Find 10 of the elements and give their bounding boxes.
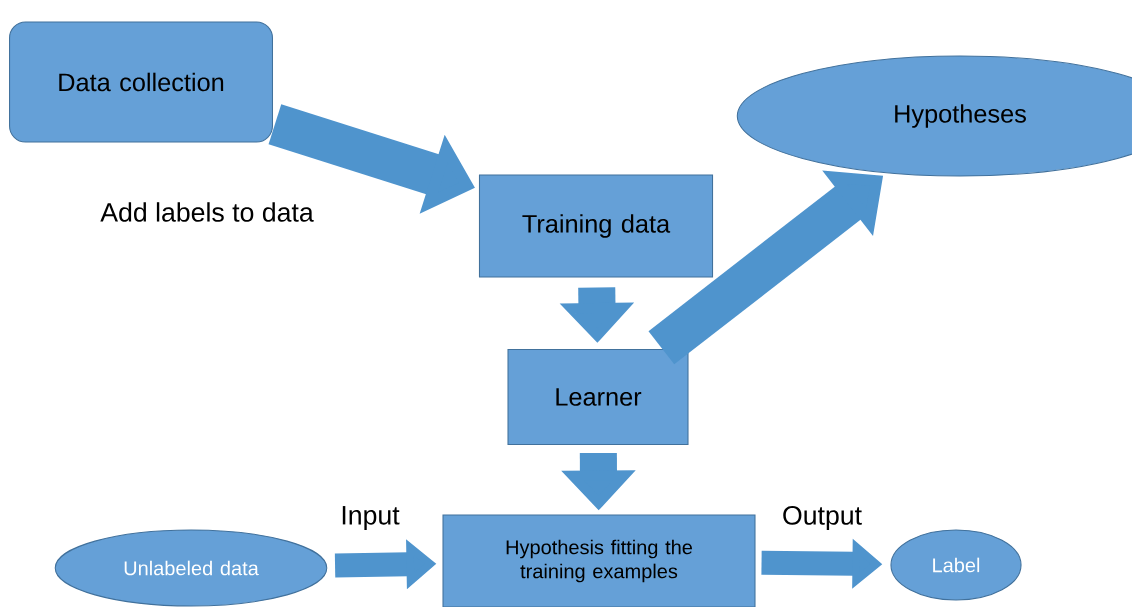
- edge-label: Add labels to data: [100, 202, 314, 222]
- ellipse-node: Hypotheses: [736, 55, 1132, 177]
- process-box: Learner: [507, 349, 689, 445]
- process-box: Hypothesis fitting the training examples: [442, 514, 756, 607]
- edge-label: Input: [342, 506, 400, 530]
- rounded-box: Data collection: [9, 21, 273, 143]
- process-box: Training data: [478, 174, 714, 278]
- ellipse-node: Label: [890, 529, 1022, 601]
- ellipse-node: Unlabeled data: [54, 529, 328, 607]
- edge-label: Output: [783, 505, 862, 531]
